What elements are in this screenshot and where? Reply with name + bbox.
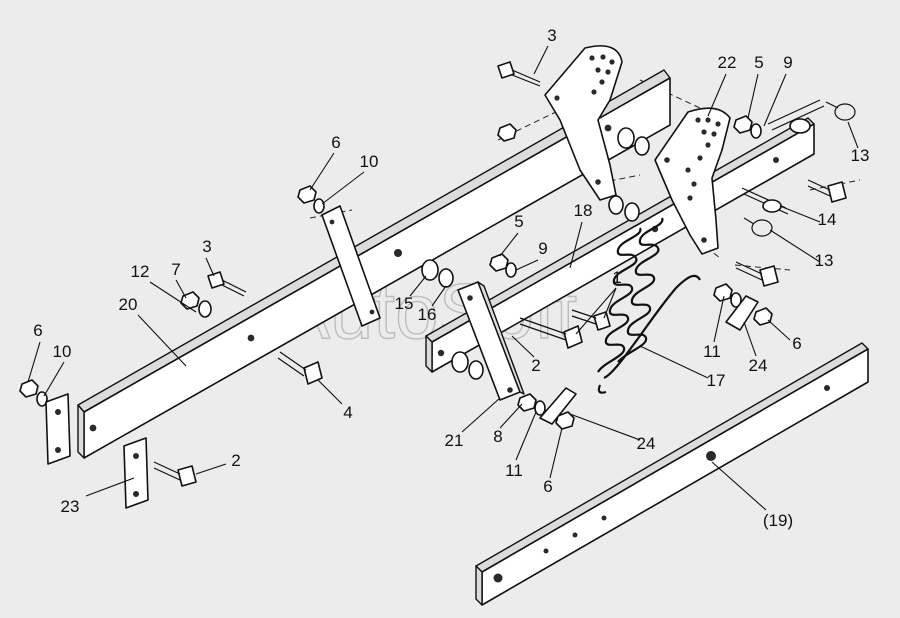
callout-label: 9 [783, 53, 792, 72]
callout-label: 6 [33, 321, 42, 340]
front-bar-19 [475, 342, 869, 606]
callout-label: 10 [53, 342, 72, 361]
callout-label: 22 [718, 53, 737, 72]
leader-lines [27, 45, 859, 511]
adjustment-plate-22 [654, 107, 731, 255]
tab-plates-24 [539, 295, 759, 425]
callout-label: 10 [360, 152, 379, 171]
callout-label: 2 [531, 356, 540, 375]
callout-label: 6 [331, 133, 340, 152]
bolt-1 [571, 309, 611, 331]
callout-label: 18 [574, 201, 593, 220]
bolts [153, 61, 847, 487]
callout-label: 5 [754, 53, 763, 72]
callout-label: 11 [505, 461, 523, 480]
main-beam-20 [77, 69, 671, 459]
callout-label: 24 [637, 434, 656, 453]
callout-label: 5 [514, 212, 523, 231]
nuts-washers [19, 115, 773, 430]
bolt-2-left [153, 461, 197, 487]
callout-label: 24 [749, 356, 768, 375]
bolt-3-left [207, 271, 247, 297]
callout-label: 2 [231, 451, 240, 470]
callout-label: (19) [763, 511, 793, 530]
callout-label: 16 [418, 305, 437, 324]
pins-clips [741, 99, 856, 237]
callout-label: 3 [202, 237, 211, 256]
callout-label: 9 [538, 239, 547, 258]
adjustment-plate-left [544, 45, 623, 201]
callout-label: 13 [815, 251, 834, 270]
callout-label: 14 [818, 210, 837, 229]
callout-label: 6 [543, 477, 552, 496]
callout-label: 15 [395, 294, 414, 313]
bushings [421, 127, 650, 380]
callout-label: 4 [343, 403, 352, 422]
callout-label: 8 [493, 427, 502, 446]
callout-label: 20 [119, 295, 138, 314]
hanger-bracket [321, 205, 381, 327]
callout-label: 17 [707, 371, 726, 390]
callout-label: 11 [703, 342, 721, 361]
bolt-right-upper [807, 179, 847, 203]
bracket-plate-21 [457, 281, 525, 401]
callout-label: 23 [61, 497, 80, 516]
bolt-4 [277, 351, 323, 385]
bolt-3-top [497, 61, 541, 87]
bolt-right-lower [735, 261, 779, 287]
tension-spring-17 [597, 217, 701, 394]
callout-label: 7 [171, 260, 180, 279]
callout-label: 21 [445, 431, 464, 450]
callout-label: 6 [792, 334, 801, 353]
callout-label: 13 [851, 146, 870, 165]
callout-label: 12 [131, 262, 150, 281]
callout-label: 1 [612, 268, 621, 287]
link-plates-23 [45, 393, 149, 509]
callout-label: 3 [547, 26, 556, 45]
